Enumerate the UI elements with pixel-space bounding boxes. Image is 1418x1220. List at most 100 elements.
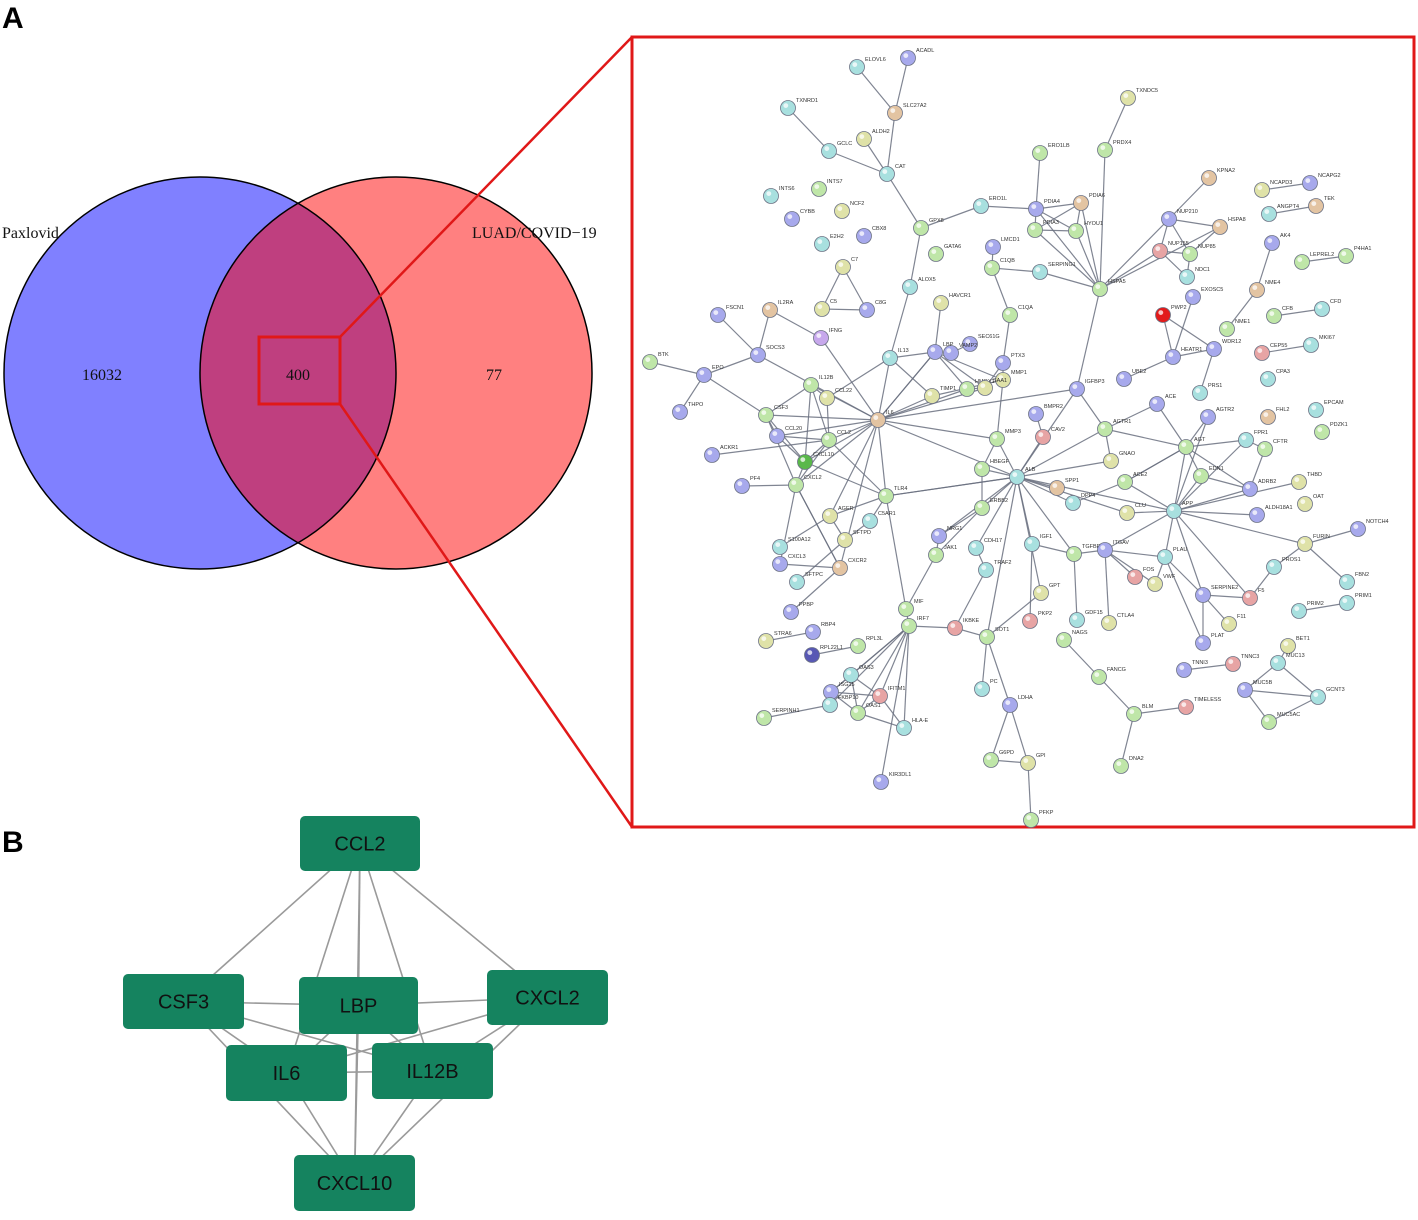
- ppi-node-gnao[interactable]: GNAO: [1103, 451, 1136, 469]
- ppi-node-sot1[interactable]: SOT1: [979, 627, 1010, 645]
- ppi-node-kir3dl1[interactable]: KIR3DL1: [873, 772, 912, 790]
- ppi-node-socs3[interactable]: SOCS3: [750, 345, 785, 363]
- ppi-node-ldha[interactable]: LDHA: [1002, 695, 1034, 713]
- ppi-node-ptx3[interactable]: PTX3: [995, 353, 1025, 371]
- ppi-node-notch4[interactable]: NOTCH4: [1350, 519, 1389, 537]
- ppi-node-hla-e[interactable]: HLA-E: [896, 718, 929, 736]
- ppi-node-gata6[interactable]: GATA6: [928, 244, 962, 262]
- ppi-node-il2ra[interactable]: IL2RA: [762, 300, 794, 318]
- ppi-node-c7[interactable]: C7: [835, 257, 859, 275]
- ppi-node-sftpc[interactable]: SFTPC: [789, 572, 824, 590]
- ppi-node-cybb[interactable]: CYBB: [784, 209, 816, 227]
- ppi-node-pkp2[interactable]: PKP2: [1022, 611, 1053, 629]
- ppi-node-jak1[interactable]: JAK1: [928, 545, 958, 563]
- hub-node-cxcl2[interactable]: CXCL2: [487, 970, 608, 1025]
- ppi-node-tgfbr2[interactable]: TGFBR2: [1066, 544, 1104, 562]
- ppi-node-ctla4[interactable]: CTLA4: [1101, 613, 1135, 631]
- ppi-node-e2h2[interactable]: E2H2: [814, 234, 844, 252]
- ppi-node-agtr1[interactable]: AGTR1: [1097, 419, 1132, 437]
- ppi-node-gpt[interactable]: GPT: [1033, 583, 1061, 601]
- ppi-node-wdr12[interactable]: WDR12: [1206, 339, 1242, 357]
- ppi-node-bmpr2[interactable]: BMPR2: [1028, 404, 1063, 422]
- ppi-node-cxcl3[interactable]: CXCL3: [772, 554, 806, 572]
- ppi-node-ccl22[interactable]: CCL22: [819, 388, 853, 406]
- ppi-node-prim1[interactable]: PRIM1: [1339, 593, 1372, 611]
- ppi-node-erbb2[interactable]: ERBB2: [974, 498, 1009, 516]
- ppi-node-itgav[interactable]: ITGAV: [1097, 540, 1130, 558]
- ppi-node-csf3[interactable]: CSF3: [758, 405, 789, 423]
- ppi-node-cav2[interactable]: CAV2: [1035, 427, 1065, 445]
- ppi-node-kpna2[interactable]: KPNA2: [1201, 168, 1236, 186]
- ppi-node-prdx4[interactable]: PRDX4: [1097, 140, 1132, 158]
- ppi-node-serpine2[interactable]: SERPINE2: [1195, 585, 1239, 603]
- ppi-node-agtr2[interactable]: AGTR2: [1200, 407, 1235, 425]
- ppi-node-p4ha1[interactable]: P4HA1: [1338, 246, 1372, 264]
- ppi-node-f5[interactable]: F5: [1242, 588, 1265, 606]
- ppi-node-mmp1[interactable]: MMP1: [995, 370, 1027, 388]
- ppi-node-pdia4[interactable]: PDIA4: [1028, 199, 1060, 217]
- ppi-node-leprel2[interactable]: LEPREL2: [1294, 252, 1335, 270]
- ppi-node-adrb2[interactable]: ADRB2: [1242, 479, 1277, 497]
- ppi-node-ero1lb[interactable]: ERO1LB: [1032, 143, 1071, 161]
- ppi-node-tlr4[interactable]: TLR4: [878, 486, 908, 504]
- ppi-node-spp1[interactable]: SPP1: [1049, 478, 1080, 496]
- ppi-node-btk[interactable]: BTK: [642, 352, 670, 370]
- ppi-node-cbx8[interactable]: CBX8: [856, 226, 887, 244]
- ppi-node-thbd[interactable]: THBD: [1291, 472, 1323, 490]
- ppi-node-prim2[interactable]: PRIM2: [1291, 601, 1324, 619]
- ppi-node-f11[interactable]: F11: [1221, 614, 1247, 632]
- ppi-node-fscn1[interactable]: FSCN1: [710, 305, 745, 323]
- ppi-node-fbn2[interactable]: FBN2: [1339, 572, 1370, 590]
- ppi-node-plat[interactable]: PLAT: [1195, 633, 1225, 651]
- ppi-node-cftr[interactable]: CFTR: [1257, 439, 1288, 457]
- ppi-node-hyou1[interactable]: HYOU1: [1068, 221, 1103, 239]
- ppi-node-alb[interactable]: ALB: [1009, 467, 1036, 485]
- ppi-node-aldh2[interactable]: ALDH2: [856, 129, 890, 147]
- ppi-node-cat[interactable]: CAT: [879, 164, 907, 182]
- ppi-node-gclc[interactable]: GCLC: [821, 141, 853, 159]
- ppi-node-bet1[interactable]: BET1: [1280, 636, 1310, 654]
- ppi-node-agt[interactable]: AGT: [1178, 437, 1206, 455]
- ppi-node-elovl6[interactable]: ELOVL6: [849, 57, 886, 75]
- ppi-node-ace2[interactable]: ACE2: [1117, 472, 1148, 490]
- hub-node-il6[interactable]: IL6: [226, 1045, 347, 1101]
- ppi-node-fhl2[interactable]: FHL2: [1260, 407, 1290, 425]
- ppi-node-hspa8[interactable]: HSPA8: [1212, 217, 1246, 235]
- ppi-node-s100a12[interactable]: S100A12: [772, 537, 811, 555]
- ppi-node-rbp4[interactable]: RBP4: [805, 622, 836, 640]
- ppi-node-muc13[interactable]: MUC13: [1270, 653, 1305, 671]
- ppi-node-pwp2[interactable]: PWP2: [1155, 305, 1187, 323]
- ppi-node-serping1[interactable]: SERPING1: [1032, 262, 1076, 280]
- ppi-node-ube2[interactable]: UBE2: [1116, 369, 1147, 387]
- ppi-node-aldh18a1[interactable]: ALDH18A1: [1249, 505, 1293, 523]
- ppi-node-oat[interactable]: OAT: [1297, 494, 1325, 512]
- ppi-node-clu[interactable]: CLU: [1119, 503, 1147, 521]
- ppi-node-havcr1[interactable]: HAVCR1: [933, 293, 971, 311]
- ppi-node-epo[interactable]: EPO: [696, 365, 725, 383]
- ppi-node-isg15[interactable]: ISG15: [823, 682, 855, 700]
- ppi-node-nup210[interactable]: NUP210: [1161, 209, 1198, 227]
- ppi-node-ak4[interactable]: AK4: [1264, 233, 1291, 251]
- hub-node-cxcl10[interactable]: CXCL10: [294, 1155, 415, 1211]
- ppi-node-ccl20[interactable]: CCL20: [769, 426, 803, 444]
- ppi-node-hbegf[interactable]: HBEGF: [974, 459, 1010, 477]
- ppi-node-cxcl2[interactable]: CXCL2: [788, 475, 822, 493]
- ppi-node-dna2[interactable]: DNA2: [1113, 756, 1144, 774]
- ppi-node-cpa3[interactable]: CPA3: [1260, 369, 1290, 387]
- ppi-node-igfbp3[interactable]: IGFBP3: [1069, 379, 1105, 397]
- ppi-node-vwf[interactable]: VWF: [1147, 574, 1176, 592]
- ppi-node-nme4[interactable]: NME4: [1249, 280, 1281, 298]
- ppi-node-tnnc3[interactable]: TNNC3: [1225, 654, 1260, 672]
- ppi-node-tek[interactable]: TEK: [1308, 196, 1336, 214]
- ppi-node-stra6[interactable]: STRA6: [758, 631, 792, 649]
- ppi-node-hspa5[interactable]: HSPA5: [1092, 279, 1126, 297]
- ppi-node-irf7[interactable]: IRF7: [901, 616, 929, 634]
- ppi-node-igf1[interactable]: IGF1: [1024, 534, 1053, 552]
- ppi-node-txnrd1[interactable]: TXNRD1: [780, 98, 819, 116]
- ppi-node-lmcd1[interactable]: LMCD1: [985, 237, 1020, 255]
- ppi-node-lbp[interactable]: LBP: [927, 342, 954, 360]
- ppi-node-cxcl10[interactable]: CXCL10: [797, 452, 834, 470]
- ppi-node-epcam[interactable]: EPCAM: [1308, 400, 1344, 418]
- ppi-node-edn1[interactable]: EDN1: [1193, 466, 1224, 484]
- ppi-node-ints7[interactable]: INTS7: [811, 179, 843, 197]
